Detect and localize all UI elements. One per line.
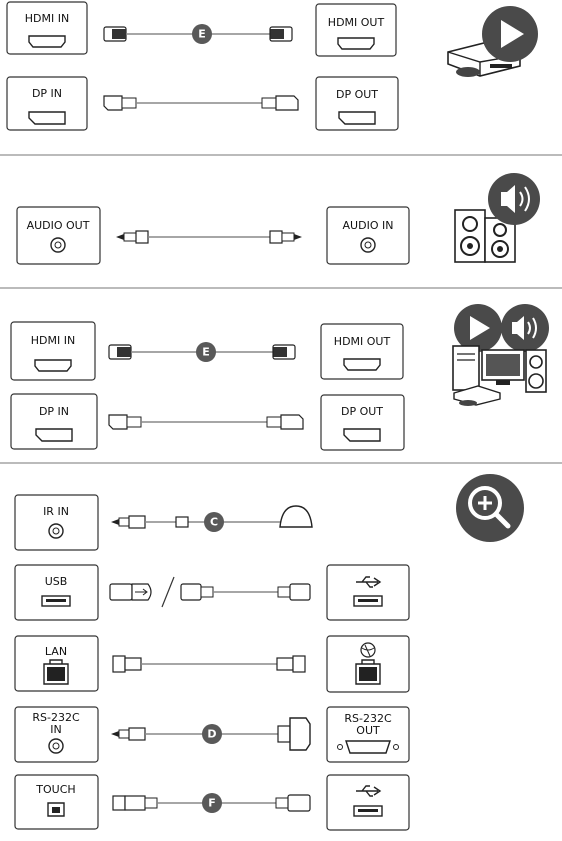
- usb-a-socket-icon: [353, 595, 383, 607]
- usb-b-socket-icon: [47, 802, 65, 817]
- hdmi-socket-icon: [343, 358, 381, 371]
- port-lan: LAN: [14, 635, 99, 692]
- usb-a-socket-icon: [41, 595, 71, 607]
- hdmi-socket-icon: [337, 37, 375, 50]
- port-label-line2: OUT: [356, 724, 380, 737]
- cable-badge-e: [196, 342, 216, 362]
- speakers-icon: [454, 173, 540, 263]
- lan-cable: [112, 655, 306, 673]
- audio-cable: [116, 230, 302, 244]
- port-label: HDMI IN: [25, 12, 69, 25]
- port-hdmi-in: HDMI IN: [6, 1, 88, 55]
- ir-receiver-icon: [279, 505, 313, 528]
- svg-text:F: F: [208, 797, 216, 810]
- port-label: DP IN: [32, 87, 62, 100]
- ir-jack-icon: [48, 523, 64, 539]
- usb-a-socket-icon: [353, 805, 383, 817]
- cable-badge-f: [202, 793, 222, 813]
- port-label: DP IN: [39, 405, 69, 418]
- audio-jack-icon: [360, 237, 376, 253]
- dp-socket-icon: [343, 428, 381, 442]
- hdmi-socket-icon: [34, 359, 72, 372]
- port-audio-in: AUDIO IN: [326, 206, 410, 265]
- rs232c-jack-icon: [48, 738, 64, 754]
- port-dp-in: DP IN: [10, 393, 98, 450]
- dp-cable: [108, 414, 304, 430]
- zoom-in-icon: [456, 474, 524, 542]
- rs232c-cable: D: [111, 717, 311, 751]
- device-touch-usb-port: [326, 774, 410, 831]
- port-audio-out: AUDIO OUT: [16, 206, 101, 265]
- hdmi-socket-icon: [28, 35, 66, 48]
- d-sub-connector-icon: [289, 717, 311, 751]
- device-lan-port: [326, 635, 410, 693]
- cable-badge-c: [204, 512, 224, 532]
- d-sub-socket-icon: [345, 740, 391, 754]
- svg-text:E: E: [202, 346, 210, 359]
- dp-socket-icon: [28, 111, 66, 125]
- usb-memory-or-cable: [109, 576, 311, 608]
- ir-receiver-cable: C: [111, 505, 313, 532]
- port-dp-out: DP OUT: [315, 76, 399, 131]
- port-label: AUDIO OUT: [27, 219, 90, 232]
- port-dp-out: DP OUT: [320, 394, 405, 451]
- port-label: TOUCH: [35, 783, 75, 796]
- port-label: DP OUT: [336, 88, 378, 101]
- port-ir-in: IR IN: [14, 494, 99, 551]
- cable-badge-d: [202, 724, 222, 744]
- port-label: AUDIO IN: [343, 219, 394, 232]
- hdmi-cable: E: [103, 24, 293, 44]
- svg-text:E: E: [198, 28, 206, 41]
- audio-jack-icon: [50, 237, 66, 253]
- port-hdmi-in: HDMI IN: [10, 321, 96, 381]
- network-globe-icon: [360, 642, 376, 658]
- hdmi-cable: E: [108, 342, 296, 362]
- port-label: HDMI IN: [31, 334, 75, 347]
- port-label: LAN: [45, 645, 67, 658]
- device-usb-port: [326, 564, 410, 621]
- port-hdmi-out: HDMI OUT: [320, 323, 404, 380]
- dp-socket-icon: [35, 428, 73, 442]
- dp-cable: [103, 95, 299, 111]
- port-label-line1: RS-232C: [32, 711, 80, 724]
- usb-symbol-icon: [356, 576, 382, 588]
- port-label: DP OUT: [341, 405, 383, 418]
- touch-usb-cable: F: [112, 793, 311, 813]
- port-hdmi-out: HDMI OUT: [315, 3, 397, 57]
- svg-text:D: D: [207, 728, 216, 741]
- port-label: IR IN: [43, 505, 69, 518]
- cable-badge-e: [192, 24, 212, 44]
- dp-socket-icon: [338, 111, 376, 125]
- port-touch: TOUCH: [14, 774, 99, 830]
- svg-text:C: C: [210, 516, 218, 529]
- port-label-line2: IN: [50, 723, 61, 736]
- port-dp-in: DP IN: [6, 76, 88, 131]
- pc-multimedia-icon: [452, 304, 549, 406]
- rj45-socket-icon: [355, 659, 381, 685]
- device-rs232c-out: RS-232C OUT: [326, 706, 410, 763]
- port-label-line1: RS-232C: [344, 712, 392, 725]
- rj45-socket-icon: [43, 659, 69, 685]
- port-rs232c-in: RS-232C IN: [14, 706, 99, 763]
- usb-symbol-icon: [356, 785, 382, 797]
- port-usb: USB: [14, 564, 99, 621]
- port-label: USB: [45, 575, 68, 588]
- port-label: HDMI OUT: [334, 335, 391, 348]
- port-label: HDMI OUT: [328, 16, 385, 29]
- media-player-icon: [447, 6, 538, 77]
